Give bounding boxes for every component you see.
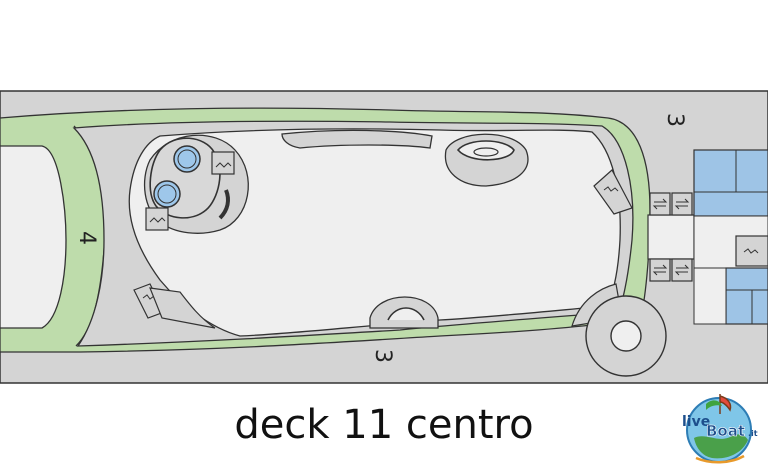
- lift-icon: [649, 192, 671, 216]
- cabin-block-bottom: [725, 267, 768, 325]
- jacuzzi-pool-2-inner: [157, 184, 177, 204]
- area-label-top-right: 3: [662, 113, 687, 127]
- round-feature-core: [610, 320, 642, 352]
- logo-boat: Boat: [706, 422, 745, 440]
- lift-icon: [671, 258, 693, 282]
- cabin-side: [693, 267, 727, 325]
- cabin-block-top: [693, 149, 768, 217]
- stair-icon: [735, 235, 768, 267]
- lift-icon: [671, 192, 693, 216]
- deck-caption: deck 11 centro: [234, 402, 534, 448]
- bottom-bar-rim: [387, 307, 425, 321]
- area-label-bottom: 3: [370, 349, 395, 363]
- area-label-left: 4: [74, 231, 99, 245]
- stair-icon: [211, 151, 235, 175]
- top-bar-core: [473, 147, 499, 157]
- stair-icon: [145, 207, 169, 231]
- liveboat-logo: live Boat .it: [682, 394, 758, 464]
- logo-suffix: .it: [748, 429, 758, 438]
- stair-icon: [593, 169, 633, 215]
- jacuzzi-bench: [218, 189, 230, 220]
- jacuzzi-pool-1-inner: [177, 149, 197, 169]
- left-room: [0, 145, 67, 329]
- lift-icon: [649, 258, 671, 282]
- top-bench: [281, 129, 433, 149]
- stair-wedge: [149, 287, 216, 329]
- lift-corridor: [647, 214, 695, 260]
- logo-live: live: [682, 414, 710, 430]
